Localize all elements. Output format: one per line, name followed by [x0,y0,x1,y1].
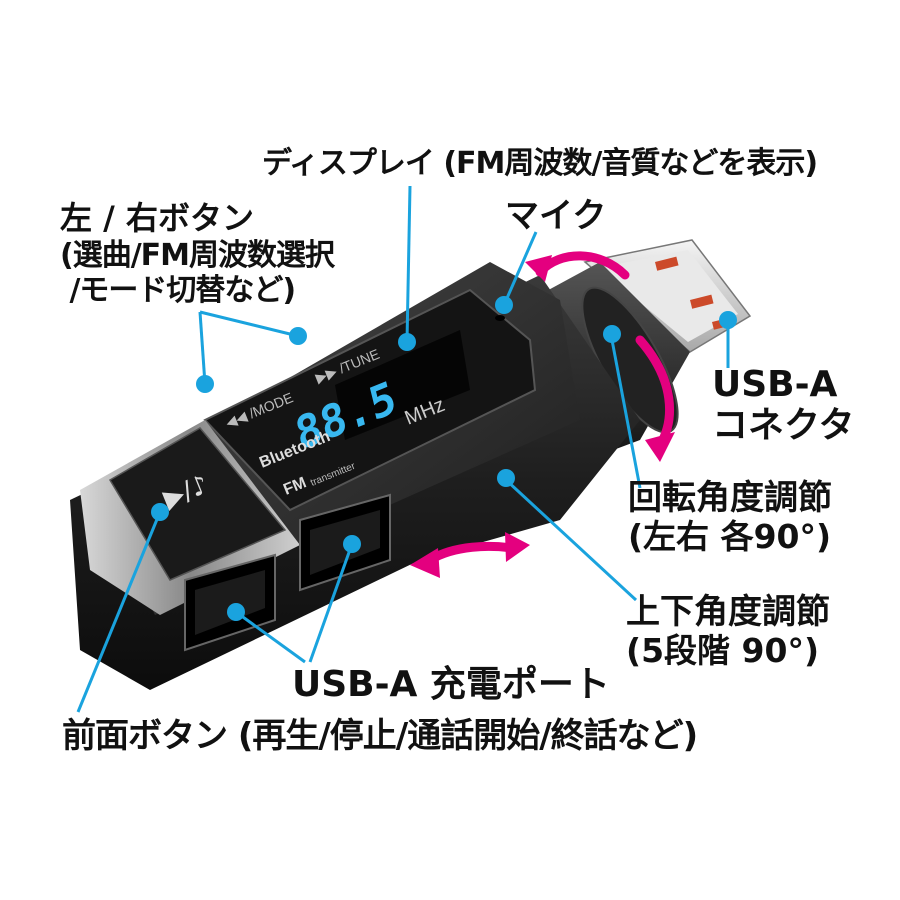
usb-ports-label-text: USB-A 充電ポート [292,664,610,705]
usb-ports-callout-label: USB-A 充電ポート [292,664,610,706]
mic-callout-label: マイク [505,196,606,236]
callout-dots [151,296,737,621]
lr-buttons-line1: 左 / 右ボタン [60,199,254,237]
tilt-arrow-icon [410,532,530,578]
usb-connector-line1: USB-A [712,364,838,405]
usb-connector-line2: コネクタ [712,405,855,447]
lr-buttons-line2: (選曲/FM周波数選択 [60,237,335,273]
lr-buttons-callout-label: 左 / 右ボタン (選曲/FM周波数選択 /モード切替など) [60,199,335,309]
front-button-label-text: 前面ボタン (再生/停止/通話開始/終話など) [62,716,698,756]
display-label-text: ディスプレイ (FM周波数/音質などを表示) [262,146,818,181]
rotation-line1: 回転角度調節 [628,478,832,518]
device-body [70,262,640,690]
mic-label-text: マイク [505,196,607,236]
lr-buttons-line3: /モード切替など) [60,273,296,309]
usb-a-plug [583,239,752,353]
usb-connector-callout-label: USB-A コネクタ [712,364,855,447]
rotation-callout-label: 回転角度調節 (左右 各90°) [628,478,832,557]
rotation-line2: (左右 各90°) [628,517,832,557]
display-callout-label: ディスプレイ (FM周波数/音質などを表示) [262,146,818,181]
callout-lines [76,185,730,713]
tilt-line1: 上下角度調節 [626,592,830,632]
rotation-arrow-icon [525,251,675,462]
tilt-line2: (5段階 90°) [626,631,820,671]
front-button-callout-label: 前面ボタン (再生/停止/通話開始/終話など) [62,716,698,756]
tilt-callout-label: 上下角度調節 (5段階 90°) [626,592,830,671]
